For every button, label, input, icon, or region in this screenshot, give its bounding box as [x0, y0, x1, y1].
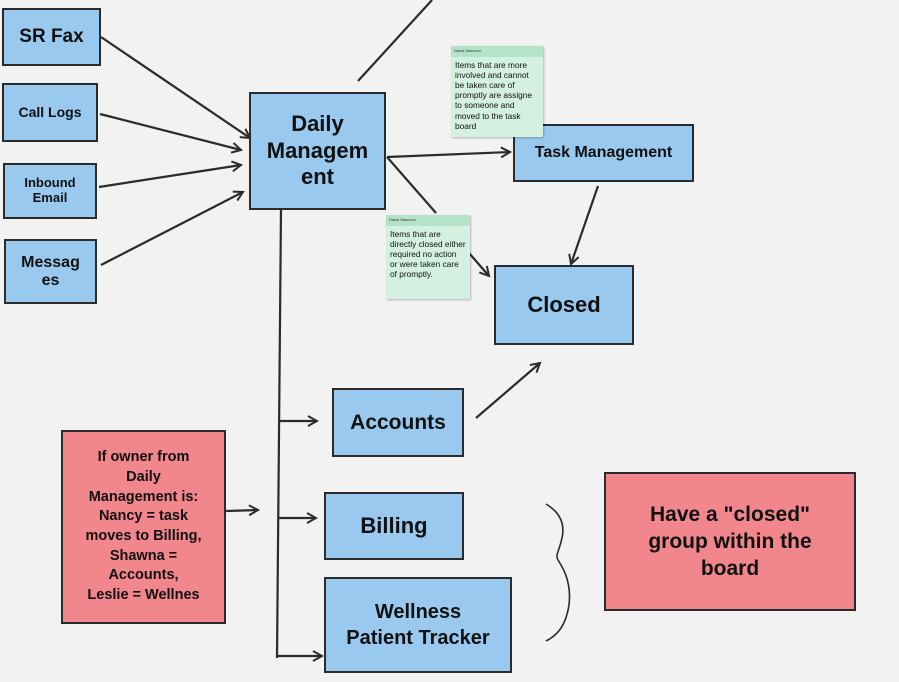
sticky-note-text: Items that are directly closed either re…	[390, 229, 466, 280]
closed-group-note[interactable]: Have a "closed" group within the board	[604, 472, 856, 611]
line-daily-offscreen[interactable]	[357, 0, 433, 82]
arrow-task-to-closed[interactable]	[571, 185, 600, 264]
daily-branch-trunk[interactable]	[275, 208, 283, 659]
task-management-node[interactable]: Task Management	[513, 124, 694, 182]
sticky-note-author: David Mauncer	[386, 215, 470, 226]
daily-management-node[interactable]: Daily Managem ent	[249, 92, 386, 210]
arrow-messages-to-daily[interactable]	[100, 192, 243, 266]
sticky-note-text: Items that are more involved and cannot …	[455, 60, 533, 131]
arrow-email-to-daily[interactable]	[98, 165, 241, 189]
sticky-note-author: David Mauncer	[451, 46, 543, 57]
arrow-calllogs-to-daily[interactable]	[99, 112, 241, 150]
closed-node[interactable]: Closed	[494, 265, 634, 345]
sticky-note-closed-items[interactable]: David Mauncer Items that are directly cl…	[386, 215, 470, 299]
inbound-email-node[interactable]: Inbound Email	[3, 163, 97, 219]
owner-routing-note[interactable]: If owner from Daily Management is: Nancy…	[61, 430, 226, 624]
arrow-daily-to-task[interactable]	[386, 152, 510, 157]
arrow-srfax-to-daily[interactable]	[100, 36, 250, 138]
sticky-note-task-board[interactable]: David Mauncer Items that are more involv…	[451, 46, 543, 137]
curly-brace[interactable]	[545, 503, 571, 642]
billing-node[interactable]: Billing	[324, 492, 464, 560]
messages-node[interactable]: Messag es	[4, 239, 97, 304]
sr-fax-node[interactable]: SR Fax	[2, 8, 101, 66]
call-logs-node[interactable]: Call Logs	[2, 83, 98, 142]
arrow-owner-note-to-branch[interactable]	[225, 510, 258, 511]
accounts-node[interactable]: Accounts	[332, 388, 464, 457]
arrow-accounts-to-closed[interactable]	[475, 363, 540, 419]
arrow-daily-to-closed-lower[interactable]	[468, 252, 489, 276]
line-daily-to-closed-upper[interactable]	[386, 156, 437, 214]
wellness-patient-tracker-node[interactable]: Wellness Patient Tracker	[324, 577, 512, 673]
